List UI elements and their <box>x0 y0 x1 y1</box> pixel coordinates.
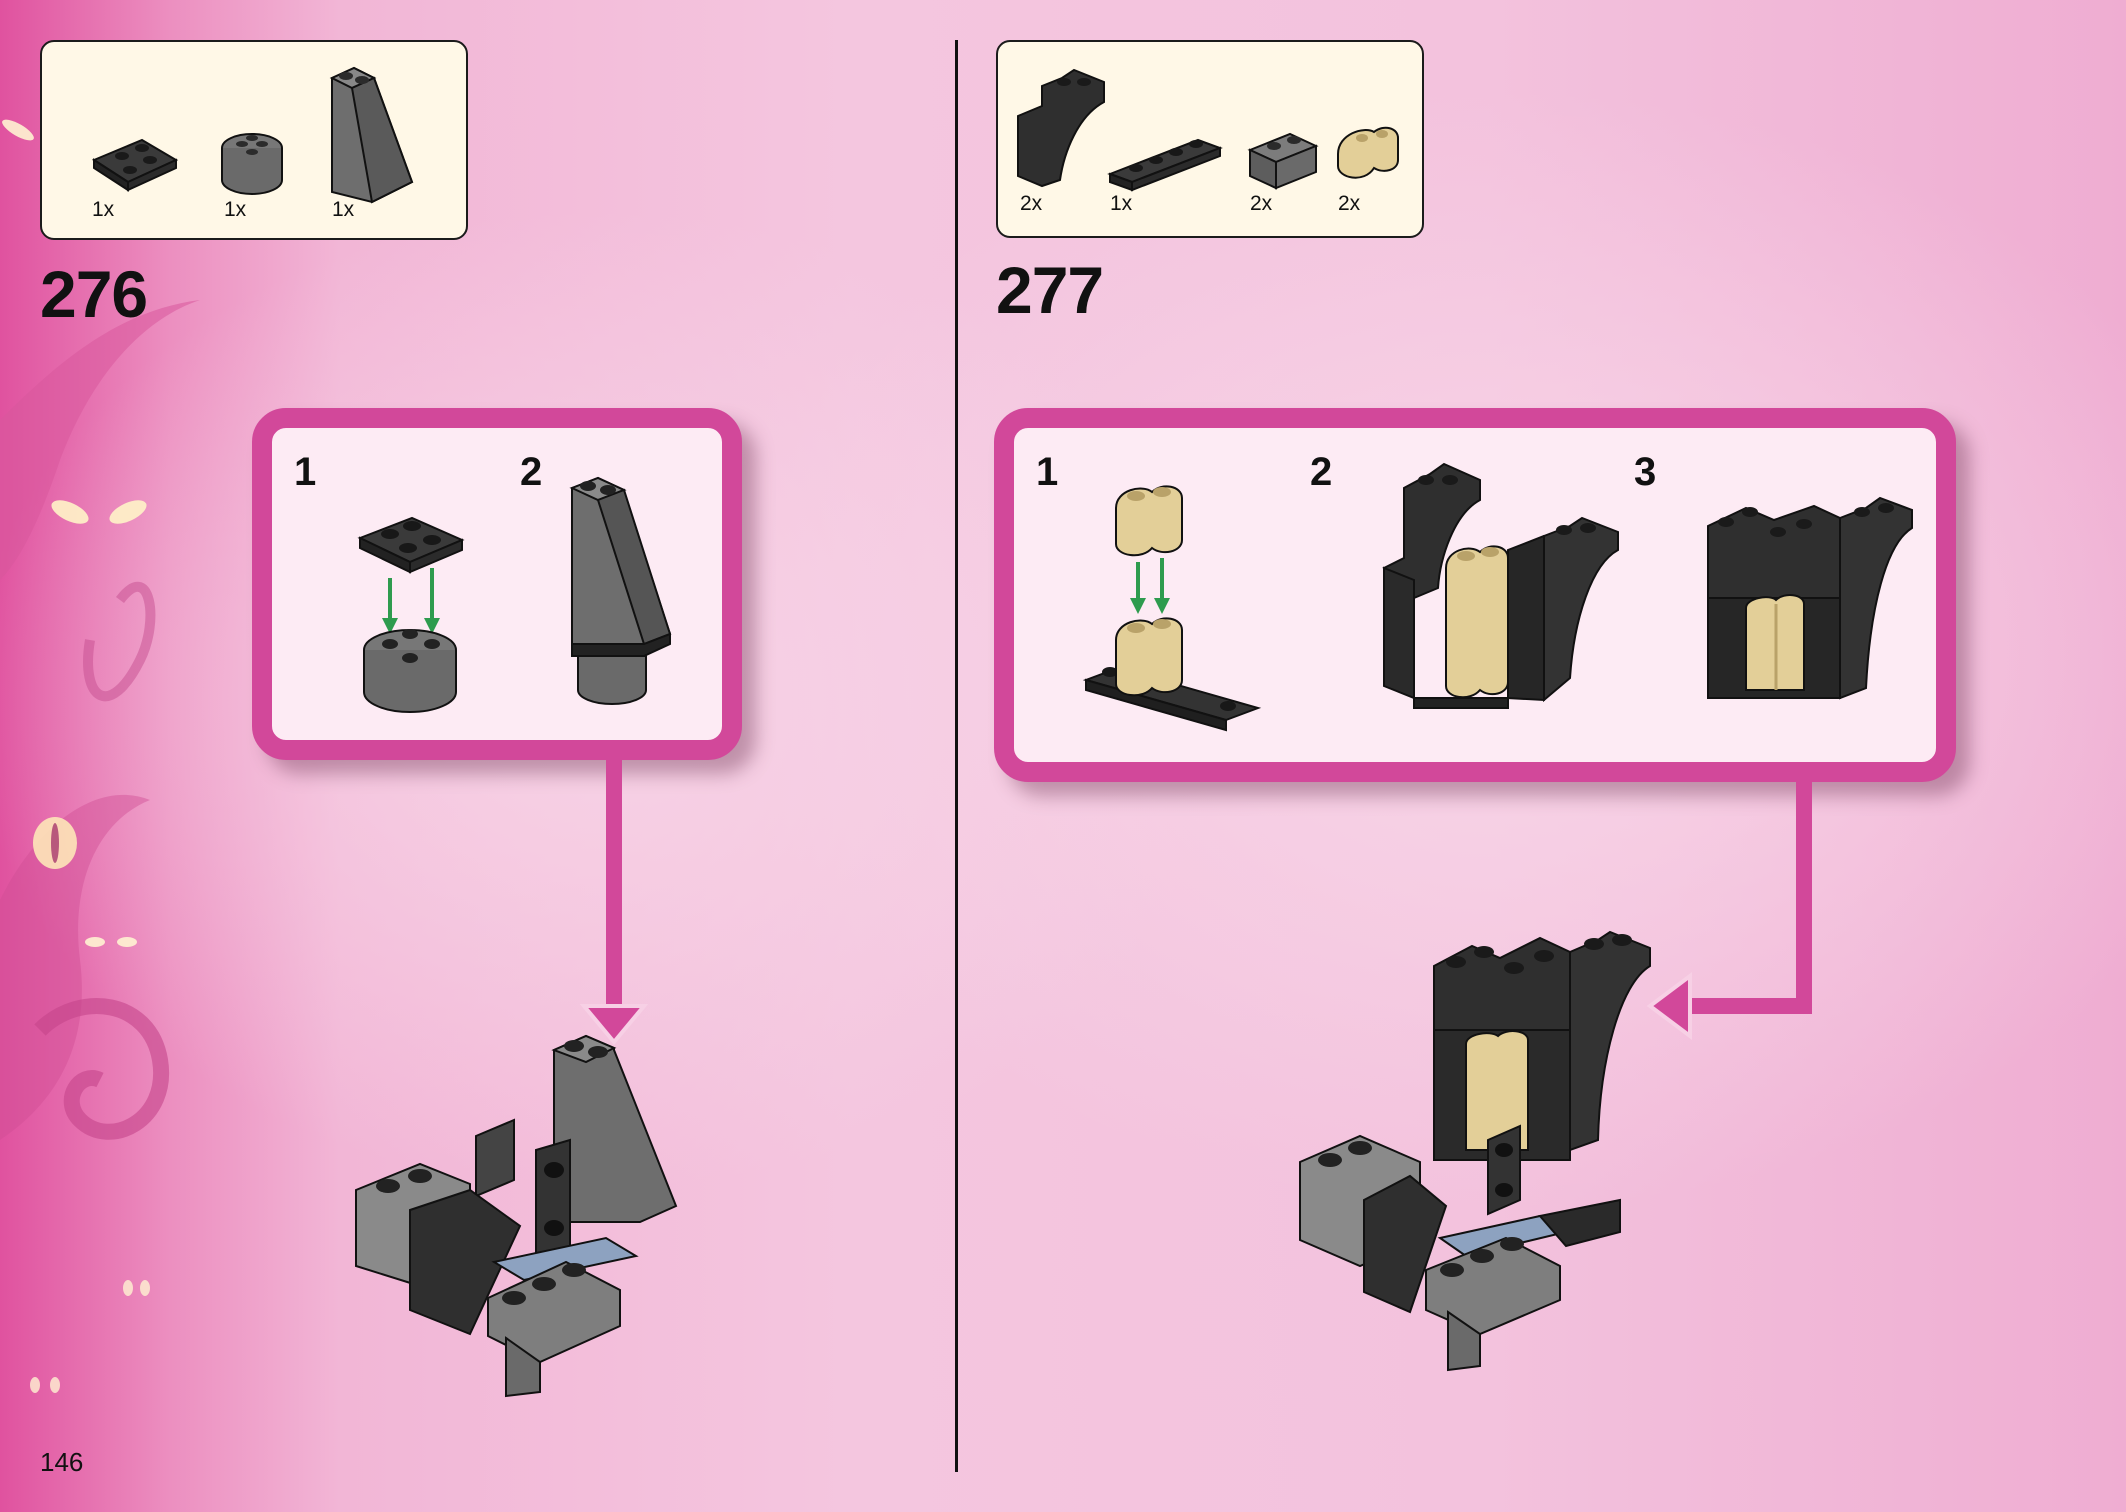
sub-assembly-callout-276: 1 2 <box>252 408 742 760</box>
page-number: 146 <box>40 1447 84 1477</box>
arch-brick-icon <box>1017 68 1105 188</box>
part-qty: 2x <box>1338 192 1361 215</box>
brick-1x2-icon <box>1247 132 1319 190</box>
substep-2-illustration <box>1382 462 1619 709</box>
part-qty: 1x <box>224 198 247 221</box>
parts-list-276: 1x 1x 1x <box>40 40 468 240</box>
part-qty: 1x <box>332 198 355 221</box>
substep-3-illustration <box>1707 496 1913 700</box>
step-number-277: 277 <box>996 253 1104 327</box>
substep-label: 2 <box>520 450 543 494</box>
substep-1-illustration <box>1082 485 1262 732</box>
arrow-down-276 <box>579 760 649 1046</box>
slope-brick-icon <box>329 66 414 204</box>
substep-label: 1 <box>1036 450 1059 494</box>
page-divider <box>955 40 958 1472</box>
part-qty: 1x <box>1110 192 1133 215</box>
model-277-illustration <box>1299 930 1651 1372</box>
part-qty: 2x <box>1020 192 1043 215</box>
substep-2-illustration <box>569 476 672 705</box>
model-276-illustration <box>355 1034 678 1398</box>
substep-label: 3 <box>1634 450 1657 494</box>
part-qty: 1x <box>92 198 115 221</box>
plate-2x2-icon <box>91 138 179 192</box>
arrow-left-277 <box>1646 782 1812 1040</box>
plate-1x4-icon <box>1107 138 1223 192</box>
sub-assembly-callout-277: 1 2 3 <box>994 408 1956 782</box>
log-brick-icon <box>1337 126 1399 179</box>
step-number-276: 276 <box>40 257 148 331</box>
substep-label: 2 <box>1310 450 1333 494</box>
parts-list-277: 2x 1x 2x 2x <box>996 40 1424 238</box>
round-brick-2x2-icon <box>221 133 283 195</box>
part-qty: 2x <box>1250 192 1273 215</box>
substep-label: 1 <box>294 450 317 494</box>
substep-1-illustration <box>357 516 465 713</box>
